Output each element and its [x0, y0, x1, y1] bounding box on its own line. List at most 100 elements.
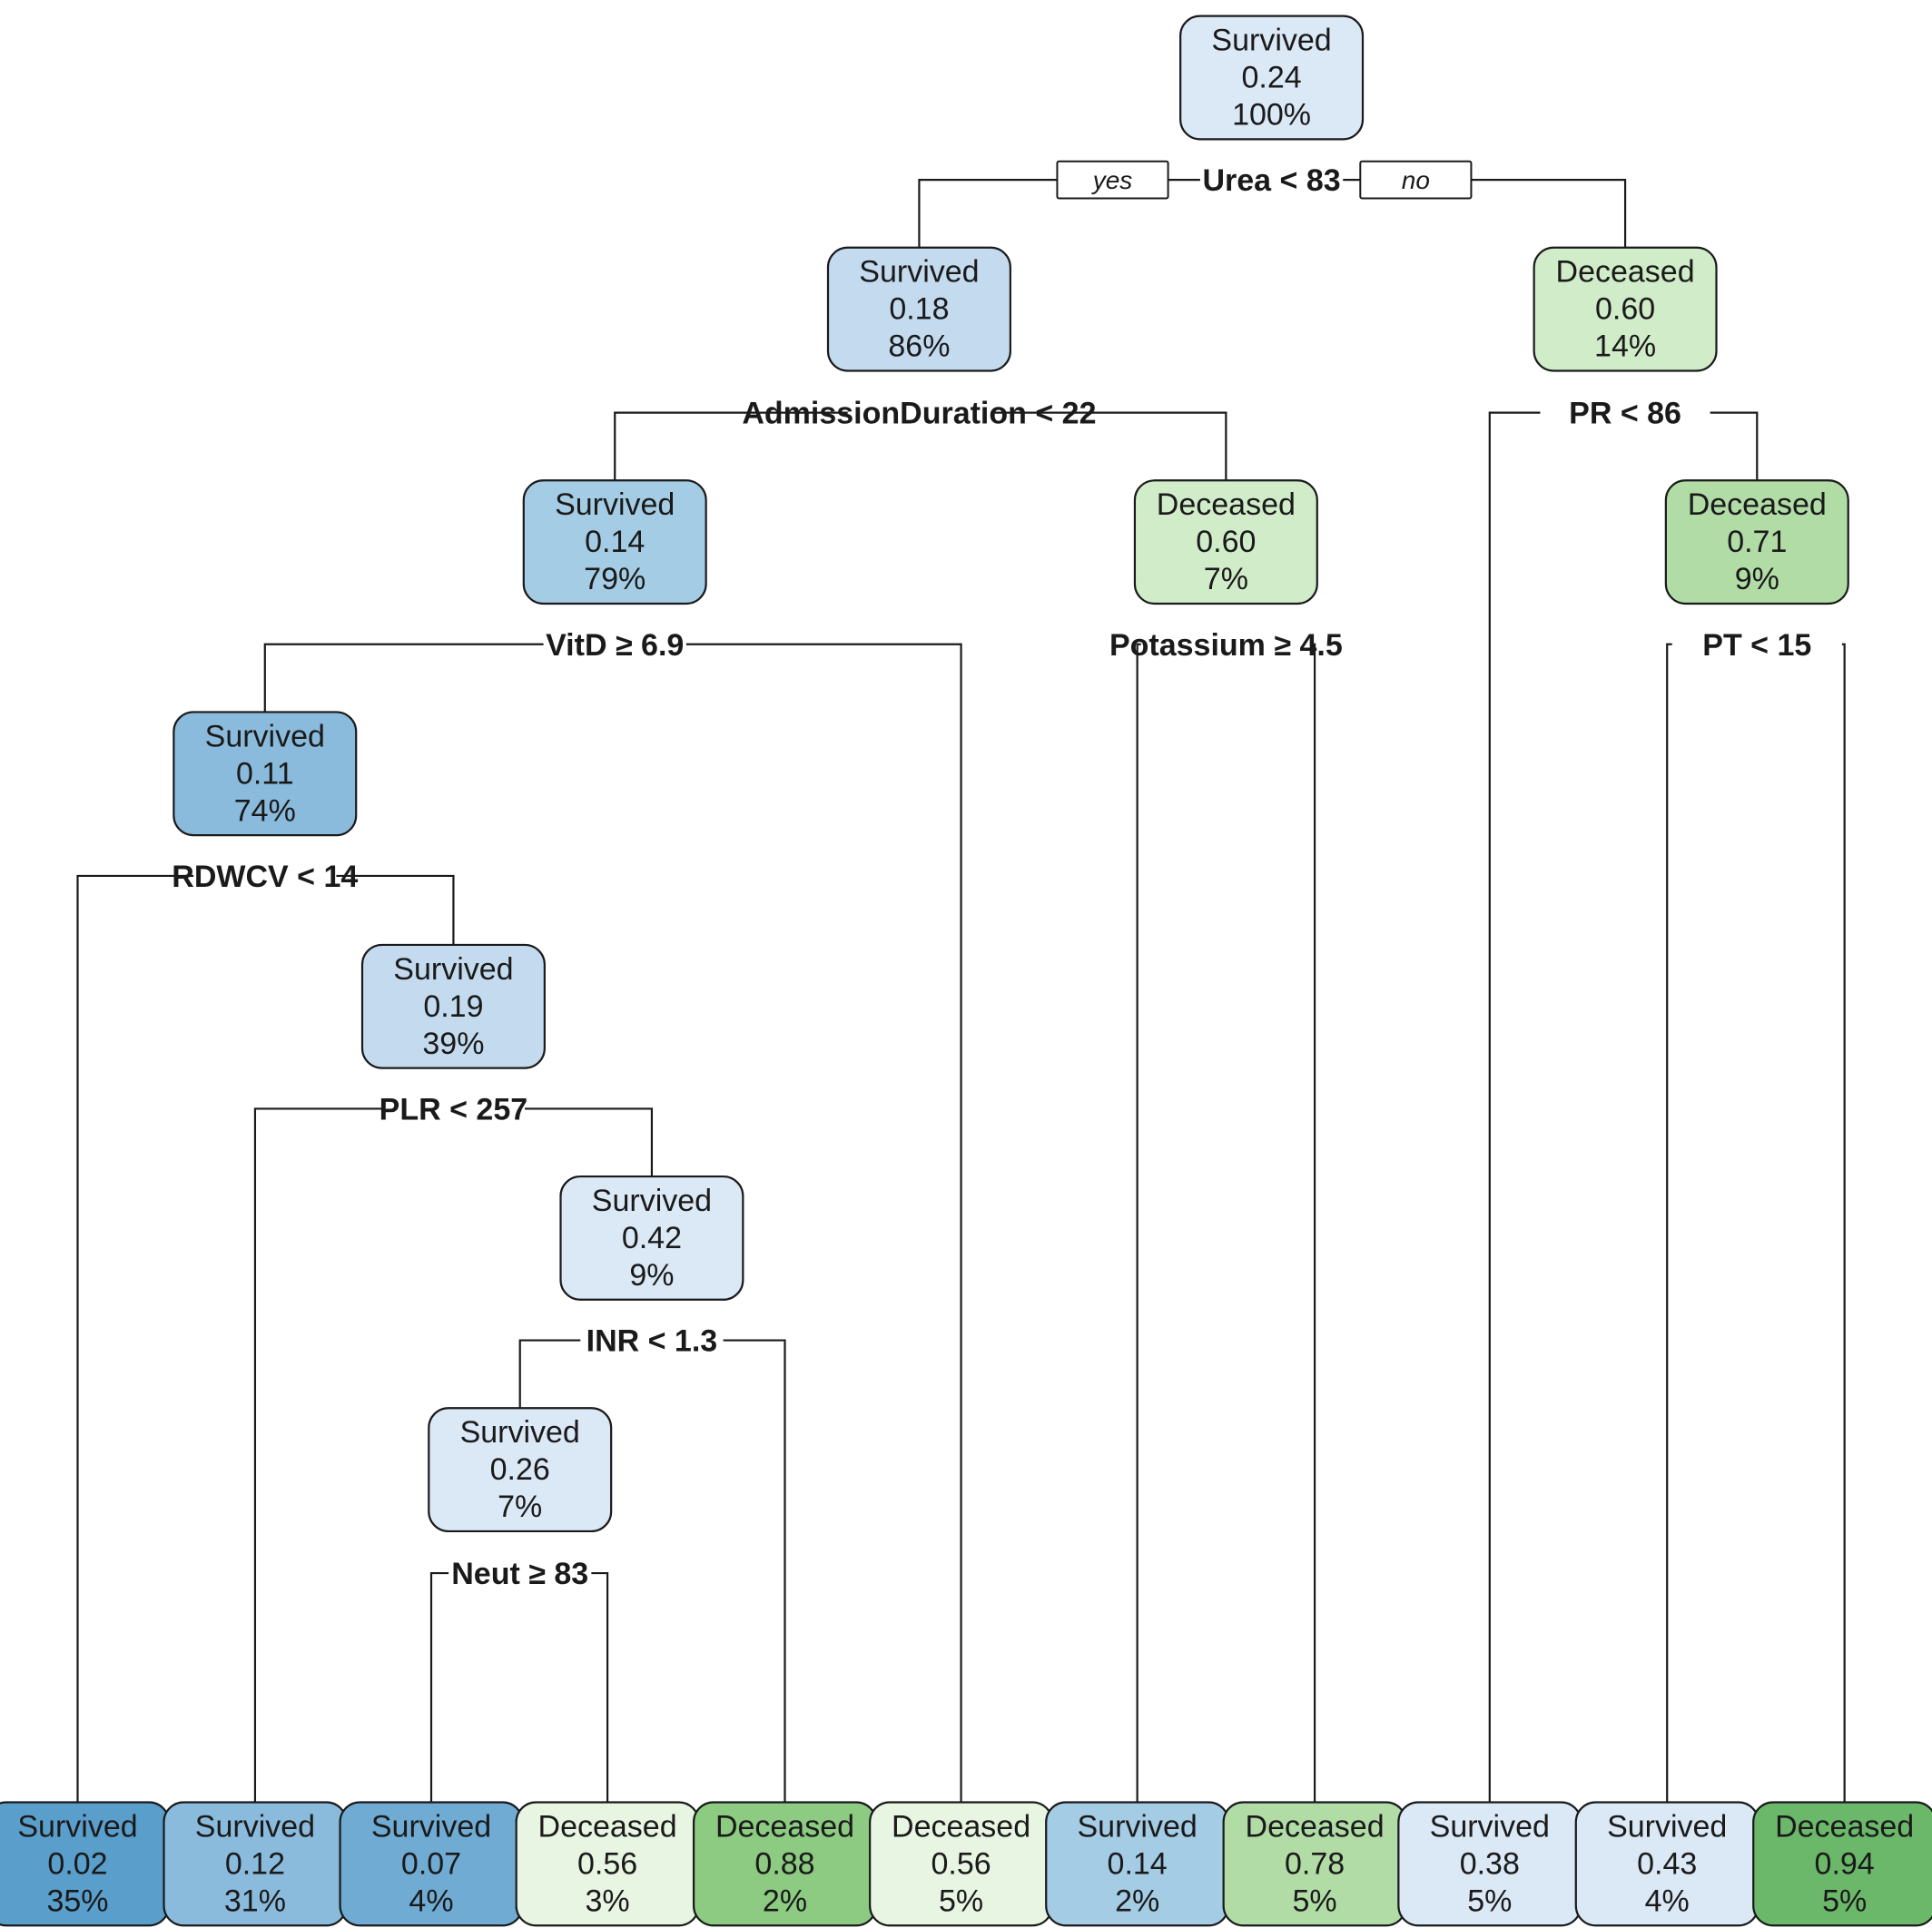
node-prob: 0.94 [1815, 1846, 1875, 1881]
node-box [172, 711, 358, 837]
node-class: Survived [205, 719, 325, 753]
edge-n7 [1666, 643, 1846, 1803]
branch-yes-box [1056, 160, 1169, 200]
node-class: Deceased [1688, 487, 1827, 522]
split-label-n17: PLR < 257 [380, 1092, 527, 1126]
node-pct: 100% [1232, 98, 1311, 133]
node-class: Survived [592, 1184, 712, 1218]
node-pct: 35% [46, 1884, 108, 1918]
node-prob: 0.56 [577, 1846, 637, 1881]
branch-no-label: no [1402, 166, 1430, 194]
node-pct: 9% [629, 1258, 674, 1293]
node-prob: 0.60 [1595, 292, 1655, 327]
node-prob: 0.88 [754, 1846, 814, 1881]
node-prob: 0.56 [931, 1846, 991, 1881]
node-pct: 9% [1735, 562, 1779, 596]
split-label-n4: VitD ≥ 6.9 [546, 628, 684, 663]
node-box [1133, 479, 1318, 605]
node-box [826, 246, 1011, 372]
edge-n3 [1488, 411, 1759, 1803]
node-prob: 0.11 [236, 756, 294, 791]
edge-n4 [263, 643, 962, 1803]
node-prob: 0.18 [889, 292, 949, 327]
node-prob: 0.60 [1196, 525, 1256, 559]
edge-n70 [429, 1571, 609, 1803]
split-label-n2: AdmissionDuration < 22 [742, 397, 1096, 431]
node-box [559, 1175, 744, 1301]
branch-yes-label: yes [1091, 166, 1133, 194]
node-class: Survived [1607, 1809, 1727, 1844]
node-prob: 0.24 [1241, 61, 1301, 95]
node-pct: 7% [1204, 562, 1248, 596]
node-box [1533, 246, 1718, 372]
node-box [428, 1407, 613, 1533]
node-pct: 5% [1293, 1884, 1337, 1918]
edge-n2 [614, 411, 1227, 481]
edge-n8 [76, 874, 455, 1803]
node-pct: 2% [1115, 1884, 1159, 1918]
node-box [1752, 1801, 1932, 1927]
node-prob: 0.07 [401, 1846, 461, 1881]
node-box [360, 943, 546, 1069]
node-pct: 4% [1645, 1884, 1690, 1918]
edge-n17 [253, 1107, 654, 1803]
split-label-n3: PR < 86 [1569, 397, 1681, 431]
node-class: Survived [1078, 1809, 1198, 1844]
node-class: Deceased [1246, 1809, 1385, 1844]
node-prob: 0.12 [225, 1846, 285, 1881]
node-class: Survived [859, 255, 979, 290]
node-prob: 0.14 [1108, 1846, 1168, 1881]
node-class: Survived [195, 1809, 315, 1844]
node-prob: 0.42 [622, 1221, 682, 1255]
node-pct: 14% [1594, 330, 1656, 364]
split-label-n5: Potassium ≥ 4.5 [1109, 628, 1343, 663]
node-box [522, 479, 707, 605]
edge-n35 [518, 1339, 786, 1803]
node-pct: 3% [586, 1884, 630, 1918]
split-label-n70: Neut ≥ 83 [451, 1557, 588, 1591]
node-box [1664, 479, 1849, 605]
node-class: Deceased [1556, 255, 1695, 290]
node-pct: 7% [498, 1490, 542, 1524]
split-label-n1: Urea < 83 [1202, 163, 1340, 198]
branch-no-box [1359, 160, 1473, 200]
node-pct: 31% [224, 1884, 286, 1918]
node-pct: 86% [888, 330, 950, 364]
node-class: Survived [555, 487, 675, 522]
node-class: Deceased [1157, 487, 1296, 522]
node-prob: 0.02 [47, 1846, 107, 1881]
node-prob: 0.38 [1460, 1846, 1520, 1881]
node-class: Deceased [1775, 1809, 1914, 1844]
node-class: Deceased [538, 1809, 677, 1844]
node-prob: 0.26 [490, 1452, 550, 1487]
node-prob: 0.19 [423, 989, 483, 1024]
node-prob: 0.78 [1285, 1846, 1345, 1881]
node-pct: 74% [234, 793, 296, 828]
node-prob: 0.43 [1637, 1846, 1697, 1881]
node-class: Deceased [715, 1809, 854, 1844]
node-class: Survived [393, 952, 513, 987]
split-label-n35: INR < 1.3 [586, 1324, 718, 1359]
node-prob: 0.71 [1727, 525, 1787, 559]
node-pct: 4% [409, 1884, 453, 1918]
edge-n5 [1136, 643, 1316, 1803]
node-class: Deceased [892, 1809, 1030, 1844]
